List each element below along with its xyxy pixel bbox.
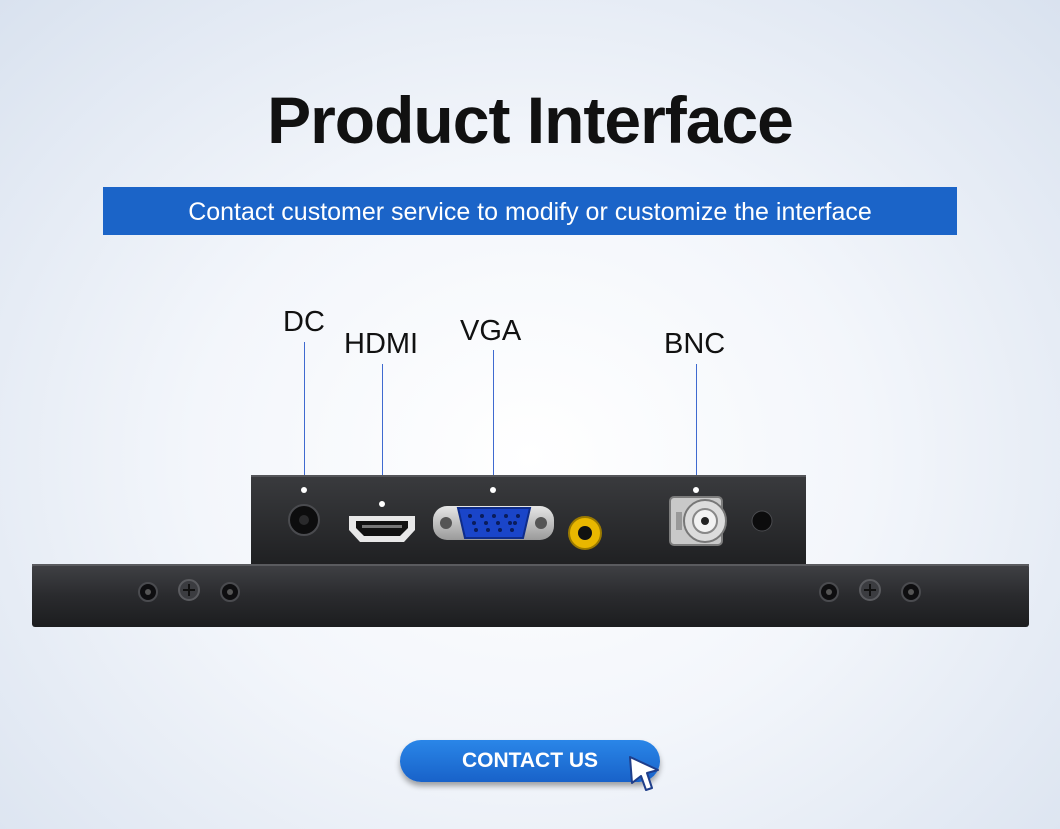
dc-leader-line [304, 342, 305, 490]
page-title: Product Interface [267, 83, 794, 157]
screw-icon [859, 579, 881, 601]
port-label-vga: VGA [460, 315, 522, 347]
hdmi-leader-dot [379, 501, 385, 507]
bnc-leader-line [696, 364, 697, 490]
screw-icon [220, 582, 240, 602]
rca-audio-jack-icon [568, 516, 602, 550]
port-label-hdmi: HDMI [344, 328, 419, 360]
hdmi-port-icon [349, 516, 415, 542]
vga-port-icon [433, 506, 554, 540]
bnc-leader-dot [693, 487, 699, 493]
port-label-dc: DC [283, 306, 325, 338]
screw-icon [138, 582, 158, 602]
dc-leader-dot [301, 487, 307, 493]
power-hole-icon [751, 510, 773, 532]
bnc-port-icon [669, 496, 727, 546]
vga-leader-dot [490, 487, 496, 493]
hdmi-leader-line [382, 364, 383, 504]
contact-us-button[interactable]: CONTACT US [400, 740, 660, 782]
monitor-base-bar [32, 564, 1029, 627]
screw-icon [178, 579, 200, 601]
cursor-arrow-icon [629, 756, 659, 791]
vga-leader-line [493, 350, 494, 490]
screw-icon [901, 582, 921, 602]
port-label-bnc: BNC [664, 328, 726, 360]
screw-icon [819, 582, 839, 602]
dc-jack-icon [288, 504, 320, 536]
subtitle-banner: Contact customer service to modify or cu… [103, 187, 957, 235]
